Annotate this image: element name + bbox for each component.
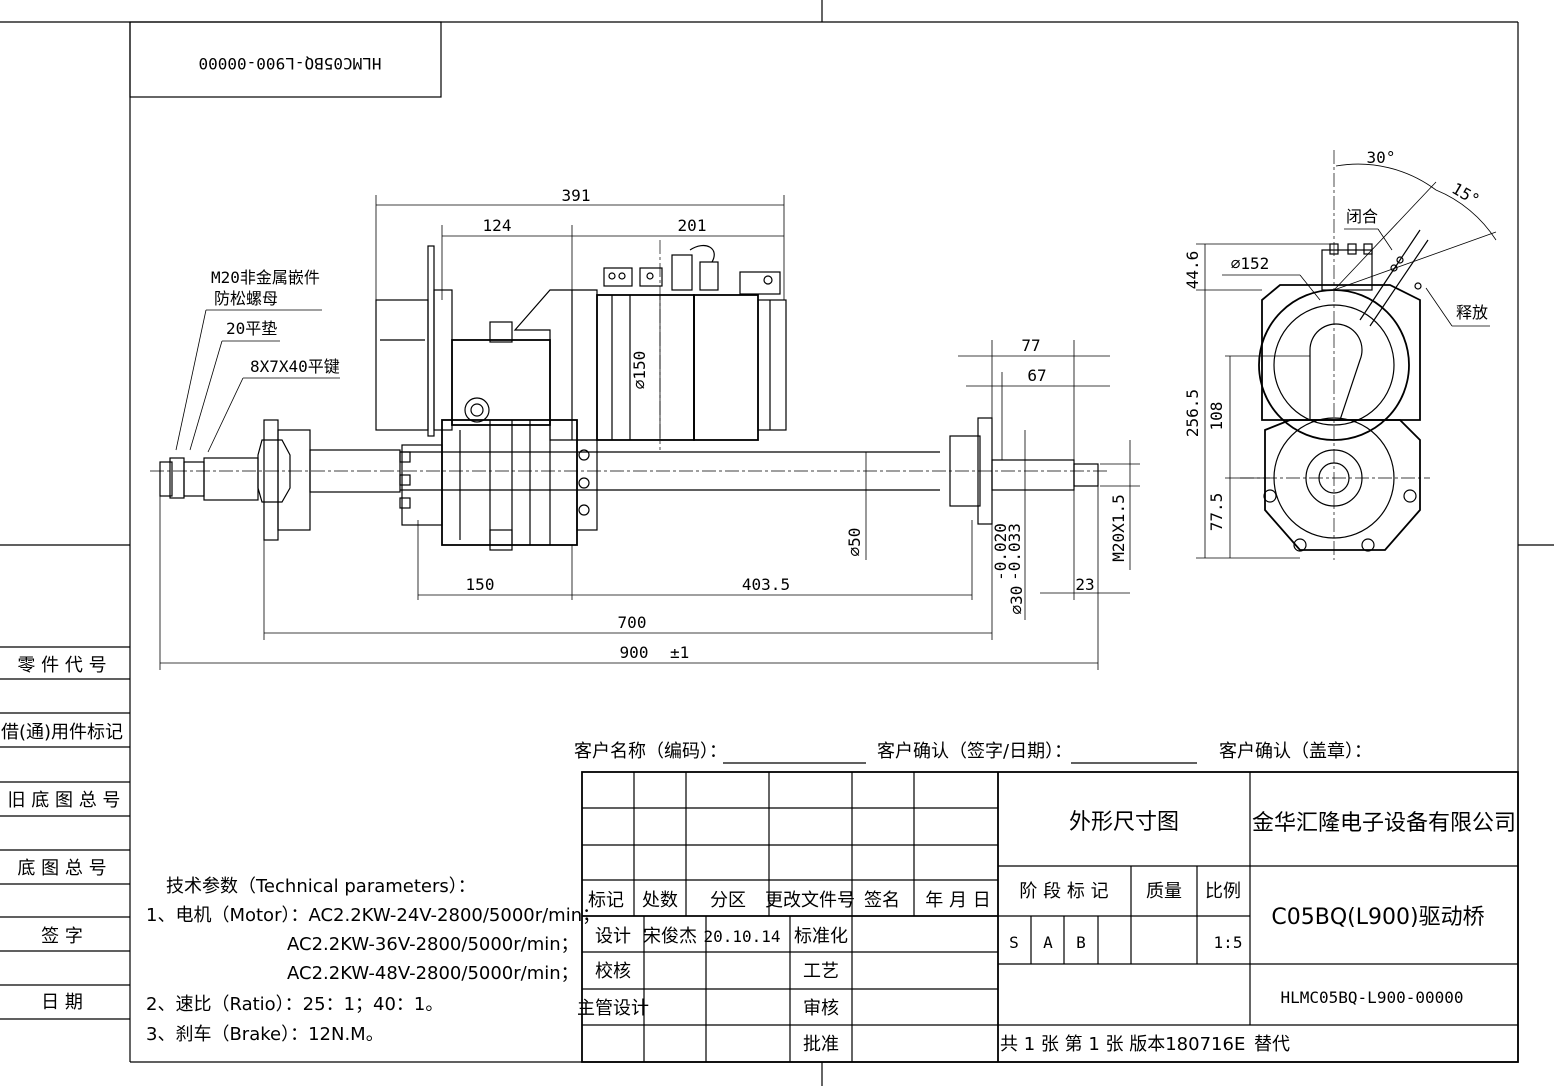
tech-line-1: 1、电机（Motor）：AC2.2KW-24V-2800/5000r/min； [146,905,600,926]
dim-44-6: 44.6 [1183,251,1202,290]
customer-line: 客户名称（编码）： 客户确认（签字/日期）： 客户确认（盖章）： [574,741,1372,764]
dim-900: 900 [620,643,649,662]
drawing-title: 外形尺寸图 [1069,810,1179,835]
scale-header: 比例 [1205,881,1241,902]
replace-label: 替代 [1254,1034,1290,1055]
dim-phi30: ∅30 [1007,586,1026,615]
scale-value: 1:5 [1214,933,1243,952]
design-date: 20.10.14 [703,927,780,946]
left-flange [263,419,279,541]
callout-release: 释放 [1456,303,1488,322]
tech-line-3: AC2.2KW-48V-2800/5000r/min； [287,963,579,984]
sheet-info: 共 1 张 第 1 张 版本180716E [1000,1034,1245,1055]
check-label: 校核 [595,961,631,982]
left-column: 零 件 代 号 借(通)用件标记 旧 底 图 总 号 底 图 总 号 签 字 日… [0,646,130,1020]
number-box: HLMC05BQ-L900-00000 [129,21,442,98]
designer-name: 宋俊杰 [643,926,697,947]
side-view: 391 124 201 ∅150 M20非金属嵌件 防松螺母 20平垫 8X7X… [150,186,1140,670]
callout-key: 8X7X40平键 [250,357,340,376]
callout-nut-1: M20非金属嵌件 [211,268,320,287]
review-label: 审核 [803,998,839,1019]
borrowed-mark-label: 借(通)用件标记 [1,722,123,743]
stage-s: S [1009,933,1019,952]
axle-thread [1073,463,1099,487]
callout-nut-2: 防松螺母 [214,289,278,308]
approve-label: 批准 [803,1034,839,1055]
dim-108: 108 [1207,402,1226,431]
tech-params: 技术参数（Technical parameters）： 1、电机（Motor）：… [146,876,600,1045]
company-name: 金华汇隆电子设备有限公司 [1252,811,1516,836]
dim-angle-15: 15° [1448,179,1483,210]
tech-line-4: 2、速比（Ratio）：25：1；40：1。 [146,994,443,1015]
stage-a: A [1043,933,1053,952]
tech-line-2: AC2.2KW-36V-2800/5000r/min； [287,934,579,955]
dim-150: 150 [466,575,495,594]
col-zone: 分区 [710,890,746,911]
old-base-no-label: 旧 底 图 总 号 [8,790,121,811]
mass-header: 质量 [1146,881,1182,902]
callout-washer: 20平垫 [226,319,277,338]
dim-tol-lower: -0.033 [1005,523,1024,581]
dim-phi50: ∅50 [845,528,864,557]
callout-close: 闭合 [1346,207,1378,226]
part-code-label: 零 件 代 号 [17,655,106,676]
process-label: 工艺 [803,961,839,982]
col-sign: 签名 [864,890,900,911]
stage-header: 阶 段 标 记 [1019,881,1108,902]
dim-77: 77 [1021,336,1040,355]
stage-b: B [1076,933,1086,952]
title-block: 标记 处数 分区 更改文件号 签名 年 月 日 设计 宋俊杰 20.10.14 … [577,771,1519,1063]
dim-phi152: ∅152 [1231,254,1270,273]
end-terminals [1321,249,1373,291]
base-no-label: 底 图 总 号 [17,858,106,879]
col-date: 年 月 日 [925,890,990,911]
chief-label: 主管设计 [577,998,649,1019]
dim-67: 67 [1027,366,1046,385]
tech-heading: 技术参数（Technical parameters）： [166,876,476,897]
col-change-doc: 更改文件号 [765,890,855,911]
dim-256-5: 256.5 [1183,389,1202,437]
brake-unit [375,299,429,431]
end-view: 44.6 256.5 108 77.5 ∅152 30° 15° 闭合 释放 [1183,148,1497,560]
signature-label: 签 字 [41,926,83,947]
dim-391: 391 [562,186,591,205]
dim-phi150: ∅150 [630,351,649,390]
dim-m20: M20X1.5 [1109,494,1128,561]
number-box-text: HLMC05BQ-L900-00000 [198,54,381,73]
dim-700: 700 [618,613,647,632]
dim-124: 124 [483,216,512,235]
dim-201: 201 [678,216,707,235]
tech-line-5: 3、刹车（Brake）：12N.M。 [146,1024,384,1045]
gearbox-housing [441,419,578,546]
customer-confirm-seal-label: 客户确认（盖章）： [1219,741,1372,762]
col-count: 处数 [642,890,678,911]
date-label: 日 期 [41,992,83,1013]
col-mark: 标记 [588,890,624,911]
dim-tol-upper: -0.020 [991,523,1010,581]
dim-angle-30: 30° [1367,148,1396,167]
design-label: 设计 [595,926,631,947]
dim-900-tol: ±1 [670,643,689,662]
dim-23: 23 [1075,575,1094,594]
customer-confirm-sign-label: 客户确认（签字/日期）： [877,741,1072,762]
dim-77-5: 77.5 [1207,493,1226,532]
dim-403-5: 403.5 [742,575,790,594]
drawing-number: HLMC05BQ-L900-00000 [1280,988,1463,1007]
product-name: C05BQ(L900)驱动桥 [1271,905,1484,930]
customer-name-label: 客户名称（编码）： [574,741,727,762]
standard-label: 标准化 [794,926,848,947]
